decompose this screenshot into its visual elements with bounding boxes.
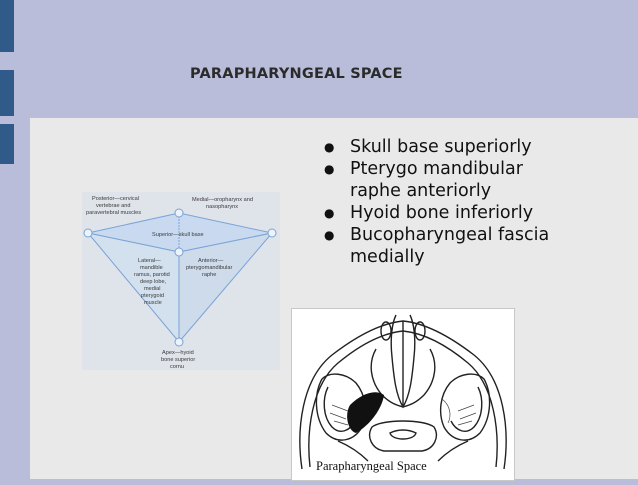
bullet-dot-icon: ● [324,206,335,220]
bullet-list: ● Skull base superiorly ● Pterygo mandib… [316,136,616,268]
bullet-dot-icon: ● [324,228,335,242]
bullet-text: Pterygo mandibular [350,159,523,179]
label-superior: Superior—skull base [152,232,204,238]
bullet-dot-icon: ● [324,140,335,154]
bullet-dot-icon: ● [324,162,335,176]
medial-corner-icon [174,208,184,218]
bullet-item: ● Bucopharyngeal fascia medially [316,224,616,268]
label-lateral: Lateral— mandible ramus, parotid deep lo… [134,258,171,306]
edge-mark-lower [0,124,14,164]
bullet-item: ● Pterygo mandibular raphe anteriorly [316,158,616,202]
label-anterior: Anterior— pterygomandibular raphe [186,258,234,278]
bullet-text: Hyoid bone inferiorly [350,203,534,223]
label-apex: Apex—hyoid bone superior cornu [161,350,197,370]
slide-header-band [0,0,638,118]
cross-section-figure: Parapharyngeal Space [291,308,515,481]
edge-mark-middle [0,70,14,116]
anterior-corner-icon [267,228,277,238]
bullet-item: ● Skull base superiorly [316,136,616,158]
pyramid-diagram-svg: Posterior—cervical vertebrae and paraver… [83,196,277,370]
slide-title: PARAPHARYNGEAL SPACE [190,66,403,82]
bullet-text-cont: medially [350,247,425,267]
figure-caption: Parapharyngeal Space [316,459,427,473]
lateral-corner-icon [174,247,184,257]
bullet-text: Bucopharyngeal fascia [350,225,550,245]
cross-section-svg: Parapharyngeal Space [299,314,507,473]
posterior-corner-icon [83,228,93,238]
pyramid-diagram: Posterior—cervical vertebrae and paraver… [82,192,280,370]
bullet-item: ● Hyoid bone inferiorly [316,202,616,224]
parapharyngeal-space-shaded [347,392,384,433]
label-posterior: Posterior—cervical vertebrae and paraver… [86,196,141,216]
apex-corner-icon [174,337,184,347]
label-medial: Medial—oropharynx and nasopharynx [192,197,255,210]
bullet-text: Skull base superiorly [350,137,532,157]
edge-mark-top [0,0,14,52]
bullet-text-cont: raphe anteriorly [350,181,492,201]
